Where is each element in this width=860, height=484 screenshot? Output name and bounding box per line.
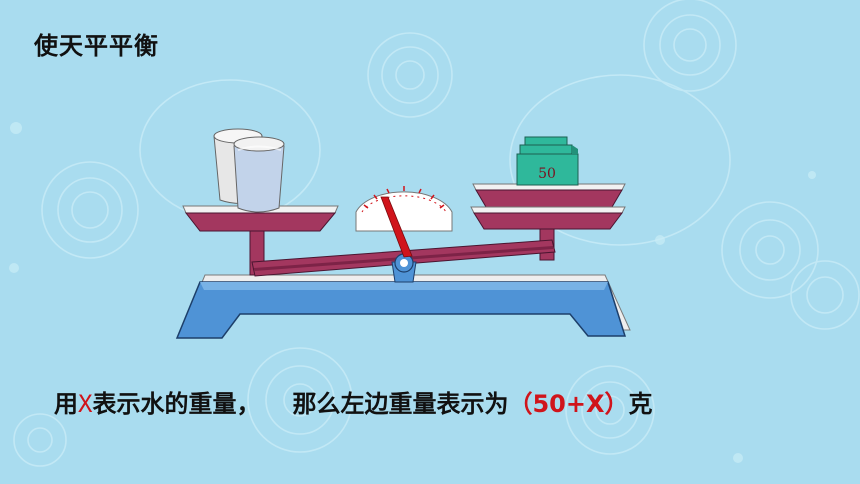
caption-variable: X [78,390,93,418]
page-title: 使天平平衡 [34,32,159,60]
caption-unit: 克 [628,390,653,418]
scale-dial [355,186,453,258]
water-cups [213,128,285,213]
caption-expression: （50+X） [508,390,629,418]
caption-part3: 那么左边重量表示为 [292,390,509,418]
weight-label: 50 [538,166,556,182]
caption-part1: 用 [54,390,78,418]
weight-50: 50 [516,136,579,186]
right-pan [470,183,626,261]
caption-text: 用X表示水的重量， 那么左边重量表示为（50+X）克 [54,384,652,419]
scale-pivot [391,253,417,283]
scale-base [175,274,631,339]
caption-part2: 表示水的重量， [92,390,261,418]
